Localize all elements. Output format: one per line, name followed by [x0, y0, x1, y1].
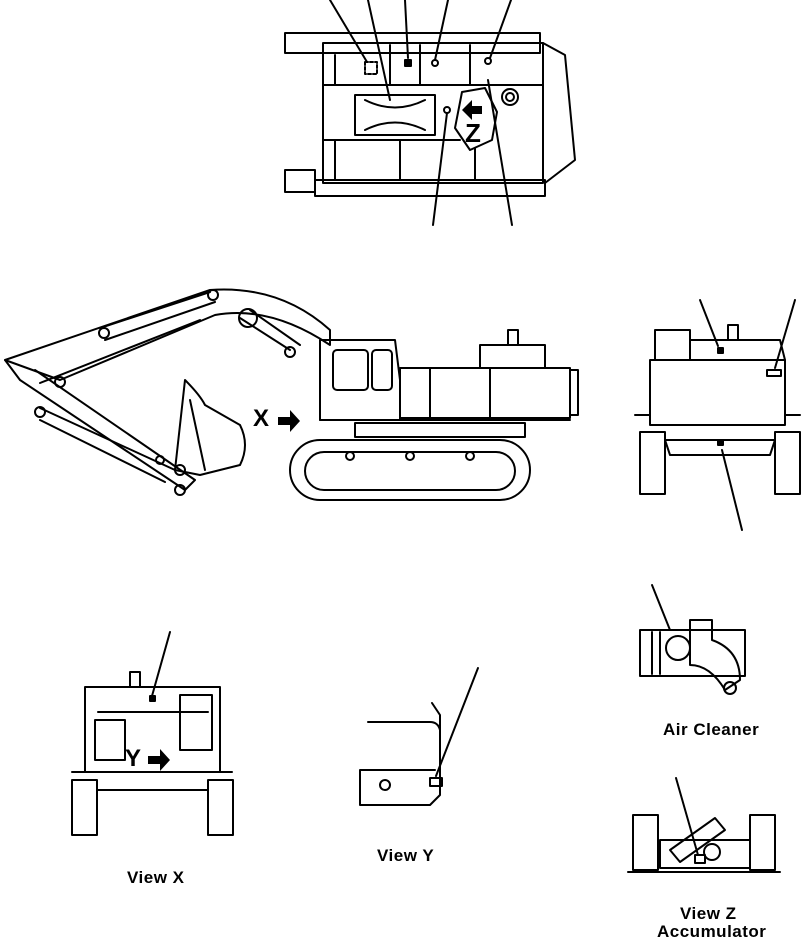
view-y-caption: View Y [377, 846, 435, 865]
view-y-drawing [359, 667, 479, 806]
view-x-caption: View X [127, 868, 185, 887]
top-view [284, 0, 576, 226]
view-x-drawing [71, 631, 234, 836]
air-cleaner-detail [639, 584, 746, 695]
rear-view [634, 299, 801, 531]
view-z-caption: View Z [680, 904, 737, 923]
view-z-drawing [627, 777, 781, 873]
view-z-marker: Z [465, 118, 481, 148]
view-y-marker: Y [125, 745, 142, 772]
accumulator-caption: Accumulator [657, 922, 767, 941]
air-cleaner-caption: Air Cleaner [663, 720, 760, 739]
view-x-marker: X [253, 405, 270, 432]
excavator-side-view [4, 288, 579, 501]
